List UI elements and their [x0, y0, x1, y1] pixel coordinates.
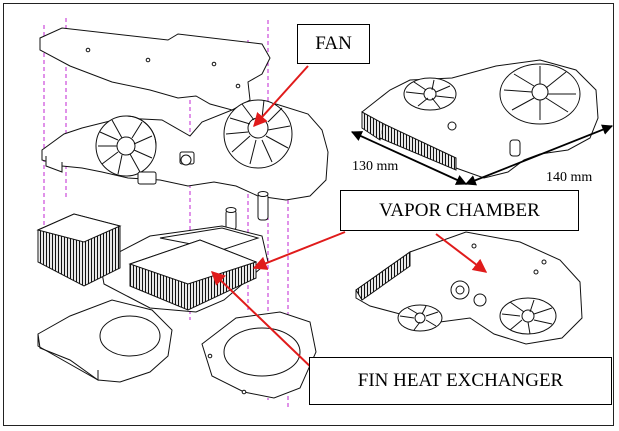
top-cover-plate — [39, 27, 271, 111]
fan-icon — [95, 115, 157, 177]
width-dimension-label: 140 mm — [546, 170, 593, 185]
bottom-cover-plate-right — [201, 311, 317, 399]
heat-pipe-icon — [225, 191, 269, 231]
callout-arrows — [210, 65, 488, 373]
fan-icon — [223, 99, 293, 169]
depth-dimension-arrow — [351, 131, 467, 185]
fin-heat-exchanger-callout-arrow — [210, 271, 317, 373]
vapor-chamber-callout-arrow — [252, 231, 346, 270]
depth-dimension-label: 130 mm — [352, 159, 399, 174]
vapor-chamber-callout-arrow-2 — [435, 233, 488, 273]
fan-icon — [397, 304, 443, 332]
width-dimension-arrow — [464, 124, 614, 186]
vapor-chamber-label: VAPOR CHAMBER — [340, 190, 579, 231]
fin-heat-exchanger-label: FIN HEAT EXCHANGER — [309, 357, 612, 405]
fan-callout-arrow — [253, 65, 309, 128]
figure-frame — [3, 3, 614, 426]
bottom-cover-plate-left — [37, 299, 173, 383]
fan-assembly-exploded — [41, 99, 329, 201]
fan-label: FAN — [297, 24, 370, 64]
bottom-up-view — [355, 231, 583, 345]
fan-icon — [499, 297, 557, 335]
heat-sink-fins-icon — [36, 213, 258, 311]
fan-icon — [499, 63, 581, 125]
fan-icon — [403, 77, 457, 111]
dimension-arrows — [351, 124, 614, 186]
